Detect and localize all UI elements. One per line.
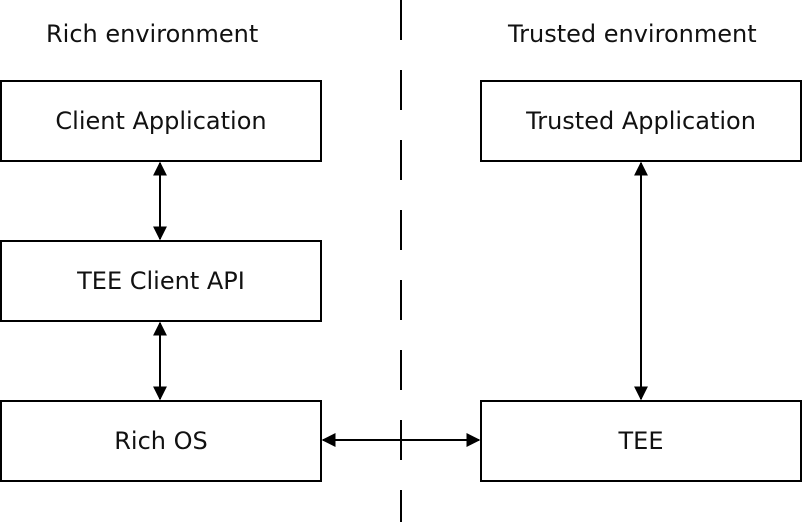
tee-client-api-label: TEE Client API: [77, 267, 245, 295]
trusted-application-box: Trusted Application: [480, 80, 802, 162]
client-application-box: Client Application: [0, 80, 322, 162]
tee-box: TEE: [480, 400, 802, 482]
tee-label: TEE: [618, 427, 664, 455]
trusted-application-label: Trusted Application: [526, 107, 756, 135]
tee-client-api-box: TEE Client API: [0, 240, 322, 322]
client-application-label: Client Application: [55, 107, 267, 135]
rich-os-label: Rich OS: [114, 427, 208, 455]
rich-os-box: Rich OS: [0, 400, 322, 482]
trusted-environment-label: Trusted environment: [508, 20, 757, 48]
rich-environment-label: Rich environment: [46, 20, 259, 48]
